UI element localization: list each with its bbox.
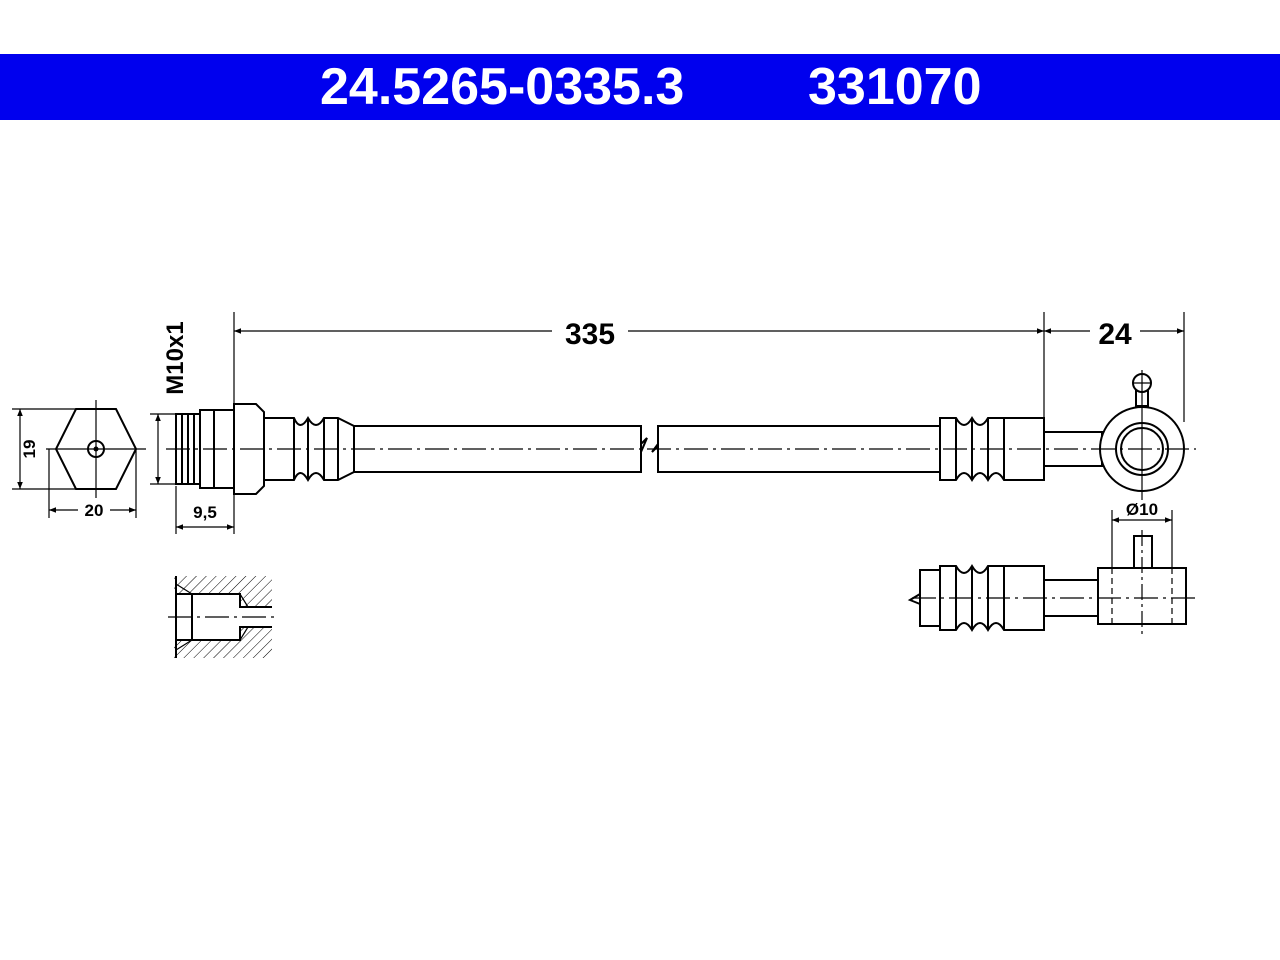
article-number: 331070: [808, 58, 982, 116]
fitting-length-label: 9,5: [193, 503, 217, 522]
hex-height-dimension: 19: [12, 408, 76, 490]
banjo-length-dimension: 24: [1044, 312, 1185, 422]
hex-width-dimension: 20: [48, 449, 137, 520]
banjo-length-label: 24: [1098, 318, 1132, 351]
hex-nut-view: [46, 400, 146, 498]
hose-assembly: [166, 370, 1196, 500]
header-bar: [0, 54, 1280, 120]
hex-width-label: 20: [85, 501, 104, 520]
hose-length-dimension: 335: [233, 312, 1045, 418]
banjo-diameter-dimension: Ø10: [1111, 500, 1173, 570]
banjo-diameter-label: Ø10: [1126, 500, 1158, 519]
hex-height-label: 19: [20, 440, 39, 459]
fitting-length-dimension: 9,5: [175, 486, 235, 534]
thread-label: M10x1: [162, 321, 189, 394]
hose-length-label: 335: [565, 318, 615, 351]
thread-dimension: M10x1: [150, 321, 189, 485]
port-section-view: [168, 576, 276, 658]
banjo-side-view: [907, 530, 1196, 636]
part-number: 24.5265-0335.3: [320, 58, 685, 116]
